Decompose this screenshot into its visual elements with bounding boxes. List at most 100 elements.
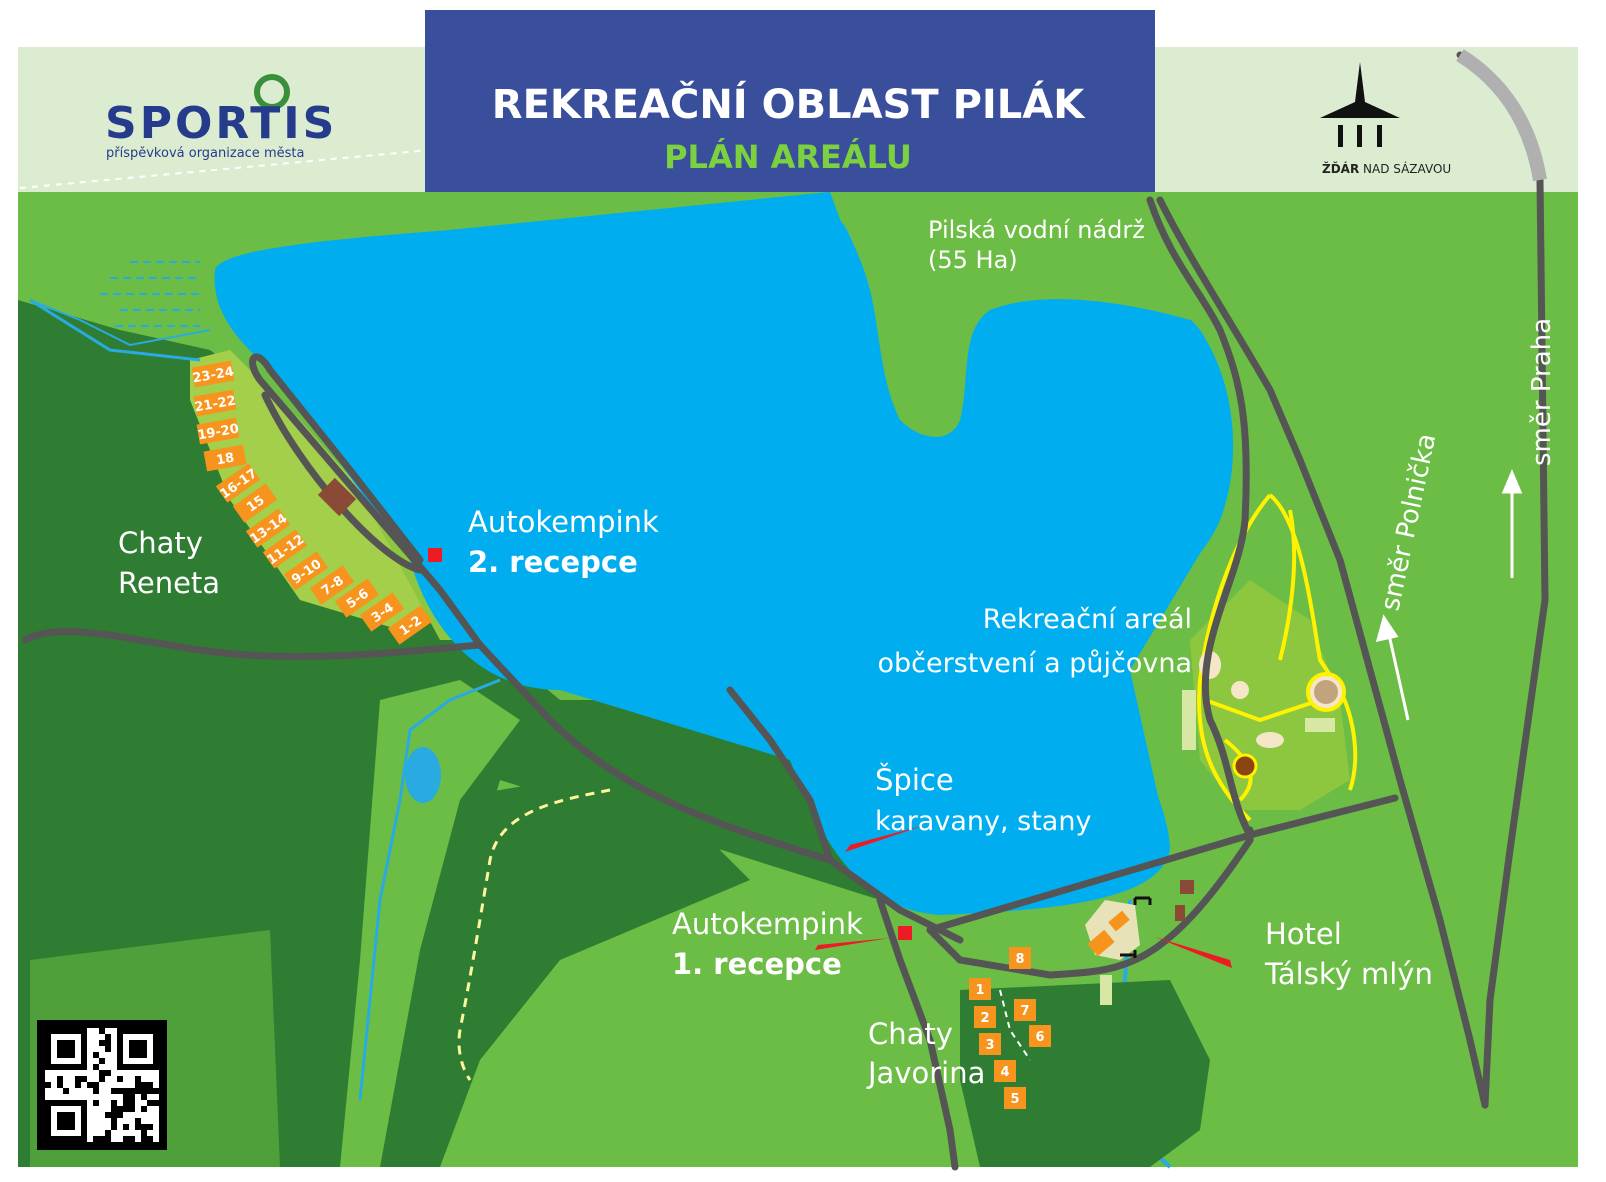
qr-module [111,1100,117,1106]
autokemp2-label-1: Autokempink [468,505,659,539]
wetland-marks [100,261,200,327]
reneta-cabin-label: 19-20 [196,421,240,443]
qr-module [99,1028,105,1034]
reneta-cabin[interactable]: 18 [203,444,247,472]
sportis-logo: SPORTIS příspěvková organizace města [105,74,337,161]
qr-module [141,1124,147,1130]
qr-module [57,1040,75,1058]
qr-module [105,1112,111,1118]
qr-module [57,1112,75,1130]
reneta-cabin[interactable]: 9-10 [283,551,329,591]
sand-3 [1256,732,1284,748]
reneta-cabin[interactable]: 15 [232,483,278,523]
reneta-cabin[interactable]: 19-20 [196,417,240,445]
arrow-polnicka [1375,614,1410,721]
qr-module [105,1034,111,1040]
javorina-cabin[interactable]: 4 [994,1060,1016,1082]
qr-module [87,1082,93,1088]
reneta-cabin-box [232,483,278,523]
zdar-logo-rest: NAD SÁZAVOU [1359,161,1451,176]
church-column-2 [1357,125,1362,147]
javorina-cabin-label: 4 [1000,1065,1009,1080]
qr-module [63,1088,69,1094]
qr-module [123,1106,129,1112]
qr-module [147,1136,153,1142]
javorina-cabin[interactable]: 3 [979,1033,1001,1055]
sportis-logo-text: SPORTIS [105,98,337,149]
hotel-pointer [1155,937,1232,968]
zdar-logo-bold: ŽĎÁR [1322,161,1359,176]
lake-area-label: (55 Ha) [928,246,1018,274]
qr-module [105,1070,111,1076]
javorina-cabin[interactable]: 5 [1004,1087,1026,1109]
reception-1-marker[interactable] [898,926,912,940]
qr-module [105,1130,111,1136]
spice-label-2: karavany, stany [875,806,1091,837]
qr-module [111,1124,117,1130]
sportis-logo-tagline: příspěvková organizace města [106,146,304,161]
arrow-praha [1501,469,1523,578]
javorina-cabin[interactable]: 2 [974,1006,996,1028]
qr-module [57,1076,63,1082]
javorina-cabin-box [979,1033,1001,1055]
church-column-3 [1377,125,1382,147]
qr-module [81,1076,87,1082]
qr-module [99,1058,105,1064]
reneta-cabin-box [334,578,380,618]
hotel-label-1: Hotel [1265,917,1342,951]
qr-module [129,1094,135,1100]
reneta-cabin-label: 18 [215,451,235,469]
javorina-cabin[interactable]: 8 [1009,947,1031,969]
qr-module [111,1118,117,1124]
reneta-cabin[interactable]: 21-22 [193,389,237,417]
reneta-cabin-box [193,389,237,417]
javorina-cabin-label: 6 [1035,1030,1044,1045]
javorina-cabin[interactable]: 1 [969,978,991,1000]
javorina-cabin-label: 2 [980,1011,989,1026]
header-banner [425,10,1155,192]
qr-module [117,1112,123,1118]
building-hotel-2 [1175,905,1185,921]
qr-module [129,1100,135,1106]
qr-code[interactable] [37,1020,167,1150]
reneta-cabin[interactable]: 3-4 [359,592,405,632]
javorina-cabin-box [1004,1087,1026,1109]
qr-module [93,1100,99,1106]
javorina-cabin-box [1009,947,1031,969]
qr-module [141,1088,147,1094]
qr-module [111,1112,117,1118]
church-column-1 [1338,125,1343,147]
qr-module [147,1100,153,1106]
qr-module [75,1076,81,1082]
javorina-cabin-box [1029,1025,1051,1047]
trail-javorina [999,989,1031,1061]
qr-module [153,1100,159,1106]
rekreacni-label-2: občerstvení a půjčovna [877,648,1192,679]
zdar-logo-text: ŽĎÁR NAD SÁZAVOU [1322,161,1451,176]
javorina-cabin-label: 8 [1015,952,1024,967]
qr-module [93,1082,99,1088]
field-hotel [1100,975,1112,1005]
field-strip [1182,690,1196,750]
qr-module [93,1088,99,1094]
javorina-cabin-label: 5 [1010,1092,1019,1107]
spice-pointer [845,825,925,852]
qr-module [105,1046,111,1052]
javorina-cabin-box [974,1006,996,1028]
recreation-meadow [1190,580,1350,810]
hotel-building-2 [1108,910,1130,932]
qr-module [141,1082,147,1088]
reception-2-marker[interactable] [428,548,442,562]
qr-module [153,1088,159,1094]
javorina-cabin[interactable]: 7 [1014,999,1036,1021]
qr-module [111,1088,117,1094]
qr-module [135,1088,141,1094]
javorina-cabin[interactable]: 6 [1029,1025,1051,1047]
main-road-top [1456,49,1547,182]
qr-module [123,1100,129,1106]
reneta-cabin-box [191,360,235,388]
javorina-cabins: 8 1 2 7 6 3 45 [969,947,1051,1109]
qr-module [105,1040,111,1046]
qr-module [57,1082,63,1088]
reneta-cabin[interactable]: 23-24 [191,360,235,388]
